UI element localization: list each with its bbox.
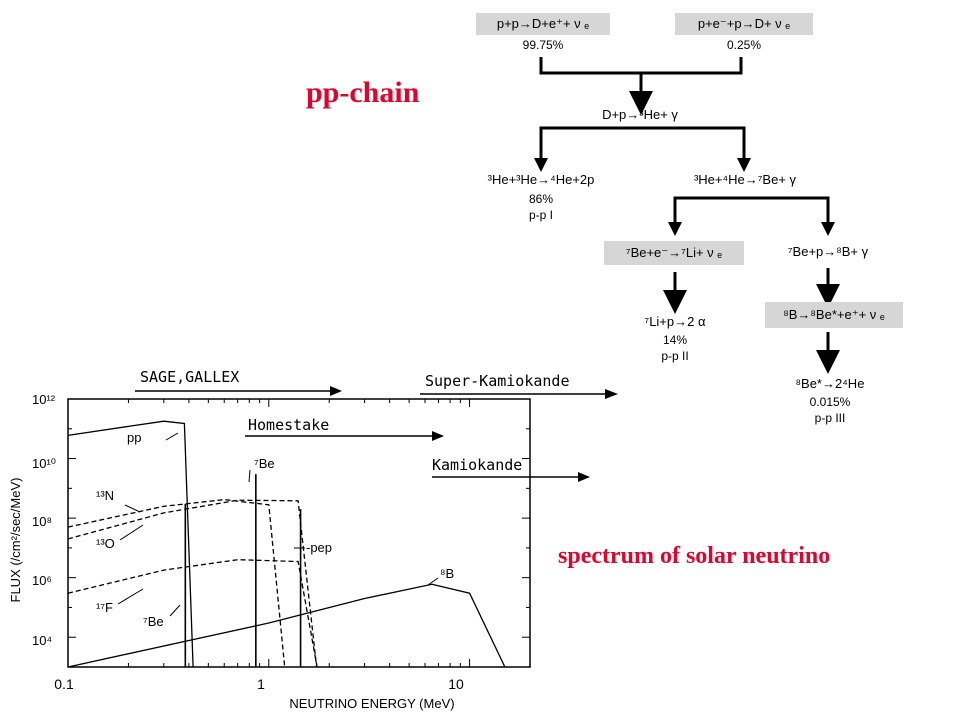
ppII-label: p-p II [661,349,689,363]
x-axis-label: NEUTRINO ENERGY (MeV) [289,696,454,711]
kamiokande-arrowhead [578,472,590,482]
arrowhead-7 [821,222,835,236]
reaction-be7-ec-box: ⁷Be+e⁻→⁷Li+ ν ₑ [604,241,744,265]
spectrum-title: spectrum of solar neutrino [558,543,831,569]
label-o15: ¹³O [96,536,115,551]
detector-superk-label: Super-Kamiokande [425,372,570,390]
pointer-be7-line [248,469,251,483]
ppI-pct: 86% [528,192,554,206]
curve-4 [67,583,506,668]
reaction-he3-he4: ³He+⁴He→⁷Be+ γ [693,172,797,187]
y-tick-label: 10¹² [32,392,56,407]
reaction-d-p: D+p→³He+ γ [602,107,678,122]
label-b8: ⁸B [440,566,454,581]
sage-arrowhead [330,386,342,396]
label-n13: ¹³N [96,488,114,503]
spectrum-curves [67,420,506,668]
ppIII-label: p-p III [814,411,846,425]
label-pp: pp [127,430,141,445]
plot-frame [67,398,531,668]
ppII-pct: 14% [662,333,688,347]
y-axis-label: FLUX (/cm²/sec/MeV) [8,478,23,603]
reaction-li7-p: ⁷Li+p→2 α [644,314,706,329]
reaction-be8-decay: ⁸Be*→2⁴He [795,376,865,391]
y-tick-label: 10⁸ [32,514,52,529]
reaction-he3-he3: ³He+³He→⁴He+2p [487,172,595,187]
x-tick-label: 0.1 [54,676,74,692]
pointer-o15 [119,524,144,541]
pointer-pp [165,432,179,441]
curve-0 [67,420,194,668]
pointer-n13 [124,504,141,513]
superk-arrowhead [605,389,618,399]
detector-sage-label: SAGE,GALLEX [140,368,239,386]
arrowhead-5 [737,158,751,172]
reaction-be7-p: ⁷Be+p→⁸B+ γ [787,244,869,259]
split-bracket-2 [673,196,830,230]
y-tick-label: 10¹⁰ [32,456,56,471]
detector-kamiokande-label: Kamiokande [432,456,522,474]
pp-chain-title: pp-chain [306,76,420,109]
curve-2 [67,499,318,668]
reaction-pp-box: p+p→D+e⁺+ ν ₑ [476,13,610,35]
pointer-f17 [117,588,144,605]
curve-1 [67,498,286,668]
x-tick-label: 1 [257,676,265,692]
detector-homestake-label: Homestake [248,416,329,434]
split-bracket-1 [539,126,746,165]
y-tick-label: 10⁶ [32,573,52,588]
arrowhead-6 [668,222,682,236]
curve-3 [67,559,318,668]
reaction-b8-decay-box: ⁸B→⁸Be*+e⁺+ ν ₑ [765,302,903,328]
reaction-pep-pct: 0.25% [726,38,762,52]
pointer-b8 [427,577,439,586]
arrowhead-4 [534,158,548,172]
reaction-pp-pct: 99.75% [522,38,564,52]
label-pep: -pep [306,540,332,555]
label-f17: ¹⁷F [96,600,113,615]
ppIII-pct: 0.015% [809,395,851,409]
pointer-be7-low [169,604,181,617]
label-be7-line: ⁷Be [254,456,275,471]
label-be7-low: ⁷Be [143,614,164,629]
reaction-pep-box: p+e⁻+p→D+ ν ₑ [675,13,813,35]
x-tick-label: 10 [448,676,464,692]
homestake-arrowhead [432,431,444,441]
ppI-label: p-p I [528,208,553,222]
y-tick-label: 10⁴ [32,633,52,648]
axis-ticks [67,398,531,667]
